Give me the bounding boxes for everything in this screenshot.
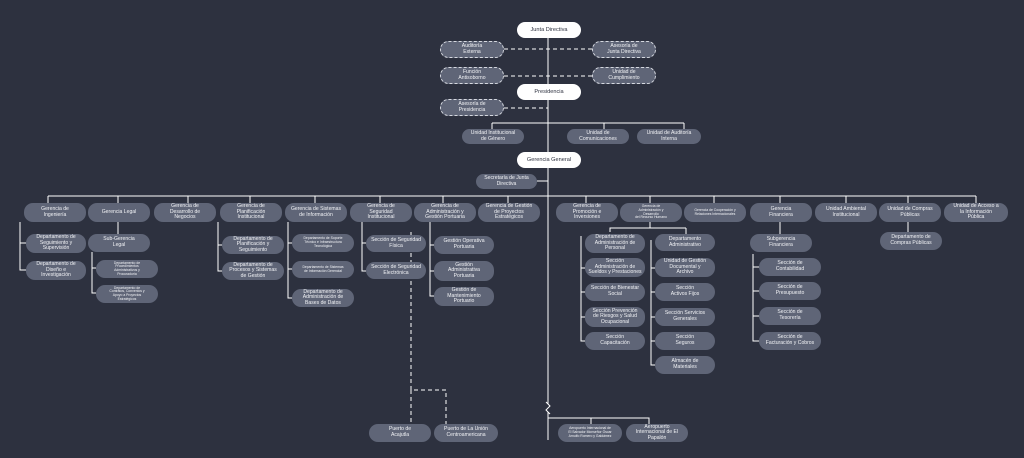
- salaries-section[interactable]: Sección Administración de Sueldos y Pres…: [585, 258, 645, 277]
- sub-finance-box[interactable]: Subgerencia Financiera: [750, 234, 812, 252]
- personnel-dept[interactable]: Departamento de Administración de Person…: [585, 234, 645, 253]
- training-section[interactable]: Sección Capacitación: [585, 332, 645, 350]
- el-papalon-airport[interactable]: Aeropuerto Internacional de El Papalón: [626, 424, 688, 442]
- monsenor-romero-airport[interactable]: Aeropuerto Internacional de El Salvador …: [558, 424, 622, 442]
- acajutla-port[interactable]: Puerto de Acajutla: [369, 424, 431, 442]
- warehouse-section[interactable]: Almacén de Materiales: [655, 356, 715, 374]
- engineering-management[interactable]: Gerencia de Ingeniería: [24, 203, 86, 222]
- procurement-dept[interactable]: Departamento de Compras Públicas: [880, 232, 942, 250]
- billing-section[interactable]: Sección de Facturación y Cobros: [759, 332, 821, 350]
- legal-management[interactable]: Gerencia Legal: [88, 203, 150, 222]
- hr-management[interactable]: Gerencia de Administración y Desarrollo …: [620, 203, 682, 222]
- general-services-section[interactable]: Sección Servicios Generales: [655, 308, 715, 326]
- security-management[interactable]: Gerencia de Seguridad Institucional: [350, 203, 412, 222]
- info-systems-management[interactable]: Gerencia de Sistemas de Información: [285, 203, 347, 222]
- planning-management[interactable]: Gerencia de Planificación Institucional: [220, 203, 282, 222]
- trunk-break: [545, 401, 551, 415]
- insurance-section[interactable]: Sección Seguros: [655, 332, 715, 350]
- accounting-section[interactable]: Sección de Contabilidad: [759, 258, 821, 276]
- general-management-box[interactable]: Gerencia General: [517, 152, 581, 168]
- databases-dept[interactable]: Departamento de Administración de Bases …: [292, 289, 354, 307]
- contracts-dept[interactable]: Departamento de Contratos, Convenios y A…: [96, 285, 158, 303]
- la-union-port[interactable]: Puerto de La Unión Centroamericana: [434, 424, 498, 442]
- welfare-section[interactable]: Sección de Bienestar Social: [585, 283, 645, 301]
- board-advisory-box[interactable]: Asesoría de Junta Directiva: [592, 41, 656, 58]
- procurement-unit[interactable]: Unidad de Compras Públicas: [879, 203, 941, 222]
- compliance-box[interactable]: Unidad de Cumplimiento: [592, 67, 656, 84]
- cooperation-management[interactable]: Gerencia de Cooperación y Relaciones Int…: [684, 203, 746, 222]
- fixed-assets-section[interactable]: Sección Activos Fijos: [655, 283, 715, 301]
- treasury-section[interactable]: Sección de Tesorería: [759, 307, 821, 325]
- supervision-dept[interactable]: Departamento de Seguimiento y Supervisió…: [26, 234, 86, 253]
- admin-dept[interactable]: Departamento Administrativo: [655, 234, 715, 251]
- procedures-dept[interactable]: Departamento de Procedimientos Administr…: [96, 260, 158, 278]
- board-box[interactable]: Junta Directiva: [517, 22, 581, 38]
- board-secretary-box[interactable]: Secretaría de Junta Directiva: [476, 174, 537, 189]
- planning-dept[interactable]: Departamento de Planificación y Seguimie…: [222, 236, 284, 254]
- physical-security-section[interactable]: Sección de Seguridad Física: [366, 235, 426, 252]
- port-administrative-unit[interactable]: Gestión Administrativa Portuaria: [434, 261, 494, 281]
- info-access-unit[interactable]: Unidad de Acceso a la Información Públic…: [944, 203, 1008, 222]
- external-audit-box[interactable]: Auditoría Externa: [440, 41, 504, 58]
- design-dept[interactable]: Departamento de Diseño e Investigación: [26, 261, 86, 280]
- tech-support-dept[interactable]: Departamento de Soporte Técnico e Infrae…: [292, 234, 354, 252]
- port-maintenance-unit[interactable]: Gestión de Mantenimiento Portuario: [434, 287, 494, 306]
- strategic-projects-management[interactable]: Gerencia de Gestión de Proyectos Estraté…: [478, 203, 540, 222]
- communications-box[interactable]: Unidad de Comunicaciones: [567, 129, 629, 144]
- environmental-unit[interactable]: Unidad Ambiental Institucional: [815, 203, 877, 222]
- documents-unit[interactable]: Unidad de Gestión Documental y Archivo: [655, 258, 715, 277]
- sub-legal-box[interactable]: Sub-Gerencia Legal: [88, 234, 150, 252]
- port-admin-management[interactable]: Gerencia de Administración y Gestión Por…: [414, 203, 476, 222]
- business-dev-management[interactable]: Gerencia de Desarrollo de Negocios: [154, 203, 216, 222]
- risk-prevention-section[interactable]: Sección Prevención de Riesgos y Salud Oc…: [585, 307, 645, 327]
- management-info-dept[interactable]: Departamento de Sistemas de Información …: [292, 261, 354, 278]
- electronic-security-section[interactable]: Sección de Seguridad Electrónica: [366, 262, 426, 279]
- finance-management[interactable]: Gerencia Financiera: [750, 203, 812, 222]
- anti-bribery-box[interactable]: Función Antisoborno: [440, 67, 504, 84]
- promotion-management[interactable]: Gerencia de Promoción e Inversiones: [556, 203, 618, 222]
- presidency-advisory-box[interactable]: Asesoría de Presidencia: [440, 99, 504, 116]
- port-operations-unit[interactable]: Gestión Operativa Portuaria: [434, 236, 494, 254]
- processes-dept[interactable]: Departamento de Procesos y Sistemas de G…: [222, 262, 284, 280]
- ports-dashed-link: [410, 232, 447, 424]
- budget-section[interactable]: Sección de Presupuesto: [759, 282, 821, 300]
- presidency-box[interactable]: Presidencia: [517, 84, 581, 100]
- internal-audit-box[interactable]: Unidad de Auditoría Interna: [637, 129, 701, 144]
- gender-unit-box[interactable]: Unidad Institucional de Género: [462, 129, 524, 144]
